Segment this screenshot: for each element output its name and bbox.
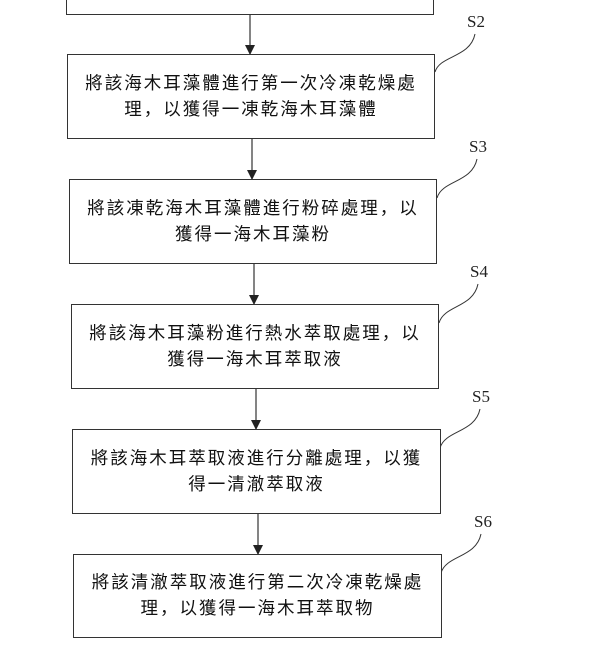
leader-s3: [436, 158, 478, 199]
step-label-s5: S5: [472, 387, 490, 406]
leader-s2: [434, 33, 476, 73]
step-box-s6: 將該清澈萃取液進行第二次冷凍乾燥處理，以獲得一海木耳萃取物: [73, 554, 442, 638]
step-text-s3: 將該凍乾海木耳藻體進行粉碎處理，以獲得一海木耳藻粉: [87, 198, 419, 245]
step-box-s2: 將該海木耳藻體進行第一次冷凍乾燥處理，以獲得一凍乾海木耳藻體: [67, 54, 435, 139]
step-box-s5: 將該海木耳萃取液進行分離處理，以獲得一清澈萃取液: [72, 429, 441, 514]
step-label-s4: S4: [470, 262, 488, 281]
step-box-s1: [66, 0, 434, 15]
step-text-s2: 將該海木耳藻體進行第一次冷凍乾燥處理，以獲得一凍乾海木耳藻體: [85, 73, 417, 120]
step-box-s4: 將該海木耳藻粉進行熱水萃取處理，以獲得一海木耳萃取液: [71, 304, 439, 389]
step-text-s4: 將該海木耳藻粉進行熱水萃取處理，以獲得一海木耳萃取液: [89, 323, 421, 370]
step-text-s6: 將該清澈萃取液進行第二次冷凍乾燥處理，以獲得一海木耳萃取物: [91, 573, 424, 619]
leader-s5: [439, 408, 481, 449]
step-label-s3: S3: [469, 137, 487, 156]
leader-s6: [440, 533, 482, 574]
leader-s4: [438, 283, 479, 324]
step-box-s3: 將該凍乾海木耳藻體進行粉碎處理，以獲得一海木耳藻粉: [69, 179, 437, 264]
step-label-s2: S2: [467, 12, 485, 31]
step-text-s5: 將該海木耳萃取液進行分離處理，以獲得一清澈萃取液: [90, 448, 423, 495]
step-label-s6: S6: [474, 512, 492, 531]
